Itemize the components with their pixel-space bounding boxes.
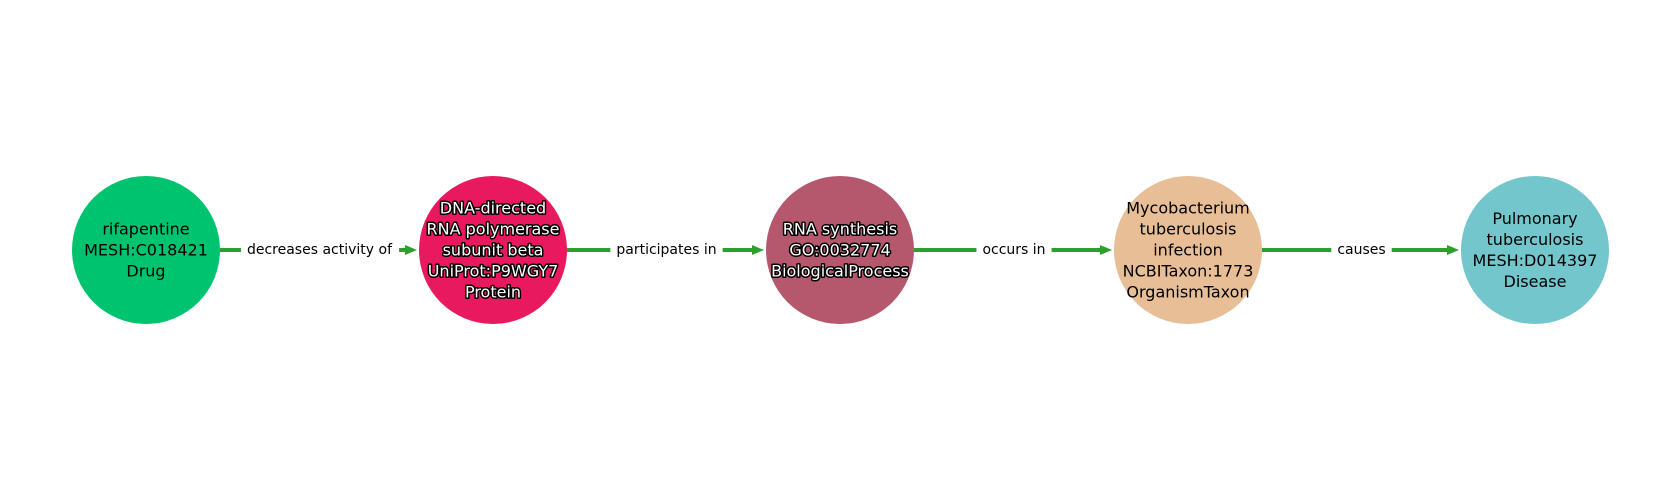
edge-label-background: [976, 240, 1052, 260]
node-label-line: tuberculosis: [1487, 230, 1584, 249]
node: Mycobacterium tuberculosis infectionNCBITa…: [1114, 176, 1262, 324]
edge-label: causes: [1337, 242, 1385, 258]
node-label-line: GO:0032774: [789, 241, 890, 260]
edge-label-background: [240, 240, 400, 260]
edge: occurs in: [914, 240, 1112, 260]
node-label-line: OrganismTaxon: [1126, 283, 1249, 302]
node-circle: [419, 176, 567, 324]
node-label-line: RNA polymerase: [427, 220, 560, 239]
node-label-line: Protein: [465, 283, 521, 302]
edge: decreases activity of: [220, 240, 417, 260]
node-label-line: RNA synthesis: [783, 220, 897, 239]
node-circle: [1114, 176, 1262, 324]
edge-label-background: [1331, 240, 1392, 260]
arrowhead: [1447, 245, 1459, 255]
edge-label: decreases activity of: [247, 242, 393, 258]
edge-label: occurs in: [982, 242, 1045, 258]
edge-label-background: [610, 240, 723, 260]
node-label-line: DNA-directed: [440, 199, 546, 218]
node-label-line: NCBITaxon:1773: [1123, 262, 1254, 281]
nodes-layer: rifapentineMESH:C018421DrugDNA-directedR…: [72, 176, 1609, 324]
node-label-line: MESH:D014397: [1473, 251, 1598, 270]
arrowhead: [1100, 245, 1112, 255]
node-circle: [72, 176, 220, 324]
node-label-line: BiologicalProcess: [771, 262, 909, 281]
edges-layer: decreases activity of participates in occu…: [220, 240, 1459, 260]
edge: participates in: [567, 240, 764, 260]
arrowhead: [752, 245, 764, 255]
node-label-line: MESH:C018421: [84, 241, 208, 260]
node-circle: [766, 176, 914, 324]
node-label-line: tuberculosis: [1140, 220, 1237, 239]
node-label-line: Disease: [1504, 272, 1567, 291]
node-circle: [1461, 176, 1609, 324]
node-label-line: subunit beta: [443, 241, 544, 260]
arrowhead: [405, 245, 417, 255]
node-label-line: Mycobacterium: [1126, 199, 1249, 218]
node-label-line: rifapentine: [102, 220, 189, 239]
node-label-line: infection: [1153, 241, 1223, 260]
node-label-line: Drug: [126, 262, 165, 281]
edge: causes: [1262, 240, 1459, 260]
node-label-line: UniProt:P9WGY7: [428, 262, 559, 281]
edge-label: participates in: [616, 242, 716, 258]
node-label-line: Pulmonary: [1492, 209, 1577, 228]
